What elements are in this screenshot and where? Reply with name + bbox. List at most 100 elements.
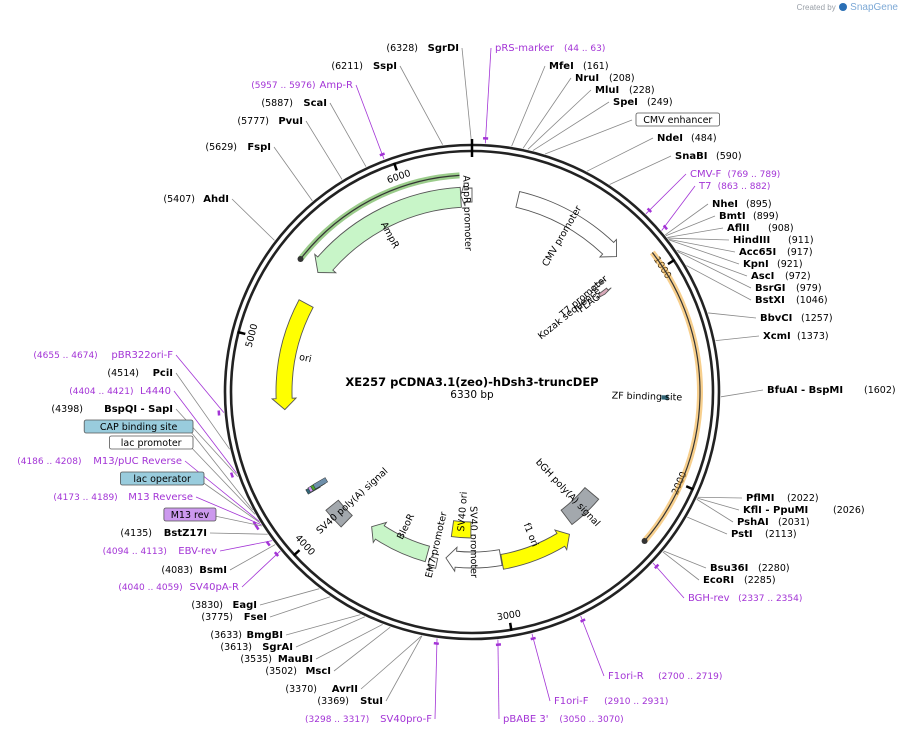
feature-ori[interactable] (270, 299, 314, 411)
annotation-pvui[interactable]: PvuI(5777) (237, 116, 303, 127)
primer-mark-t7[interactable] (662, 224, 668, 231)
primer-mark-f1ori-r[interactable] (580, 618, 586, 623)
annotation-f1ori-r[interactable]: F1ori-R(2700 .. 2719) (608, 671, 722, 682)
annotation-asci[interactable]: AscI(972) (751, 271, 811, 282)
annotation-name: NheI (712, 199, 738, 210)
annotation-bfuai-bspmi[interactable]: BfuAI - BspMI(1602) (767, 385, 896, 396)
small-feature-box[interactable] (312, 477, 328, 490)
annotation-pflmi[interactable]: PflMI(2022) (746, 493, 819, 504)
primer-mark-m13-reverse[interactable] (254, 524, 260, 531)
annotation-bgh-rev[interactable]: BGH-rev(2337 .. 2354) (688, 593, 802, 604)
feature-ampr-promoter[interactable] (460, 184, 473, 207)
feature-em7-promoter[interactable] (428, 553, 439, 572)
annotation-sv40pro-f[interactable]: SV40pro-F(3298 .. 3317) (305, 714, 432, 725)
annotation-nhei[interactable]: NheI(895) (712, 199, 772, 210)
annotation-ebv-rev[interactable]: EBV-rev(4094 .. 4113) (103, 546, 217, 557)
primer-mark-sv40pro-f[interactable] (433, 641, 439, 646)
primer-mark-amp-r[interactable] (379, 152, 386, 157)
annotation-eagi[interactable]: EagI(3830) (191, 600, 257, 611)
annotation-msci[interactable]: MscI(3502) (265, 666, 331, 677)
annotation-bstxi[interactable]: BstXI(1046) (755, 295, 828, 306)
annotation-mlui[interactable]: MluI(228) (595, 85, 655, 96)
annotation-pbr322ori-f[interactable]: pBR322ori-F(4655 .. 4674) (33, 350, 173, 361)
annotation-snabi[interactable]: SnaBI(590) (675, 151, 742, 162)
annotation-pcii[interactable]: PciI(4514) (107, 368, 173, 379)
annotation-fsei[interactable]: FseI(3775) (201, 612, 267, 623)
annotation-f1ori-f[interactable]: F1ori-F(2910 .. 2931) (554, 696, 668, 707)
annotation-fspi[interactable]: FspI(5629) (205, 142, 271, 153)
annotation-psti[interactable]: PstI(2113) (731, 529, 797, 540)
annotation-bmgbi[interactable]: BmgBI(3633) (210, 630, 283, 641)
annotation-amp-r[interactable]: Amp-R(5957 .. 5976) (251, 80, 353, 91)
primer-mark-f1ori-f[interactable] (530, 636, 536, 641)
annotation-mfei[interactable]: MfeI(161) (549, 61, 609, 72)
annotation-aflii[interactable]: AflII(908) (727, 223, 794, 234)
primer-mark-cmv-f[interactable] (646, 207, 653, 213)
annotation-kpni[interactable]: KpnI(921) (743, 259, 803, 270)
feature-sv40-poly-a-signal[interactable] (325, 499, 353, 528)
annotation-pbabe-3[interactable]: pBABE 3'(3050 .. 3070) (503, 714, 624, 725)
annotation-name: BsrGI (755, 283, 785, 294)
annotation-xcmi[interactable]: XcmI(1373) (763, 331, 829, 342)
annotation-nrui[interactable]: NruI(208) (575, 73, 635, 84)
feature-sv40-ori[interactable] (450, 520, 472, 539)
annotation-lac-operator[interactable]: lac operator (120, 471, 205, 486)
annotation-position: (4655 .. 4674) (33, 351, 97, 361)
annotation-ahdi[interactable]: AhdI(5407) (163, 194, 229, 205)
feature-flag[interactable] (596, 287, 612, 299)
annotation-ndei[interactable]: NdeI(484) (657, 133, 717, 144)
annotation-m13-reverse[interactable]: M13 Reverse(4173 .. 4189) (53, 492, 193, 503)
annotation-pshai[interactable]: PshAI(2031) (737, 517, 810, 528)
annotation-stui[interactable]: StuI(3369) (317, 696, 383, 707)
leader-line-sv40pro-f (434, 638, 438, 720)
primer-mark-pbabe-3[interactable] (495, 643, 502, 647)
annotation-sgrdi[interactable]: SgrDI(6328) (386, 43, 459, 54)
leader-line-eagi (259, 588, 320, 606)
primer-mark-sv40pa-r[interactable] (273, 551, 280, 557)
annotation-bsmi[interactable]: BsmI(4083) (161, 565, 227, 576)
annotation-cmv-enhancer[interactable]: CMV enhancer (635, 112, 720, 127)
leader-line-cap-binding-site (186, 426, 254, 511)
feature-sv40-promoter[interactable] (445, 546, 503, 573)
annotation-position: (249) (647, 97, 673, 108)
annotation-sgrai[interactable]: SgrAI(3613) (220, 642, 293, 653)
annotation-l4440[interactable]: L4440(4404 .. 4421) (69, 386, 171, 397)
annotation-sspi[interactable]: SspI(6211) (331, 61, 397, 72)
annotation-spei[interactable]: SpeI(249) (613, 97, 673, 108)
annotation-t7[interactable]: T7(863 .. 882) (698, 181, 770, 192)
feature-kozak-sequence[interactable] (580, 299, 587, 306)
primer-mark-l4440[interactable] (229, 472, 234, 478)
feature-f1-ori[interactable] (500, 529, 570, 570)
primer-mark-ebv-rev[interactable] (265, 540, 271, 547)
annotation-cap-binding-site[interactable]: CAP binding site (83, 419, 194, 434)
annotation-bstz17i[interactable]: BstZ17I(4135) (120, 528, 207, 539)
feature-bleor[interactable] (371, 521, 431, 563)
annotation-bmti[interactable]: BmtI(899) (719, 211, 779, 222)
leader-line-ahdi (231, 198, 275, 241)
annotation-cmv-f[interactable]: CMV-F(769 .. 789) (690, 169, 780, 180)
feature-ampr[interactable] (314, 186, 462, 274)
annotation-prs-marker[interactable]: pRS-marker(44 .. 63) (495, 43, 605, 54)
annotation-m13-rev[interactable]: M13 rev (163, 507, 217, 522)
annotation-bsu36i[interactable]: Bsu36I(2280) (710, 563, 790, 574)
annotation-acc65i[interactable]: Acc65I(917) (739, 247, 813, 258)
annotation-bbvci[interactable]: BbvCI(1257) (760, 313, 833, 324)
primer-mark-bgh-rev[interactable] (654, 563, 660, 570)
annotation-kfli-ppumi[interactable]: KflI - PpuMI(2026) (743, 505, 865, 516)
annotation-bspqi-sapi[interactable]: BspQI - SapI(4398) (51, 404, 173, 415)
annotation-ecori[interactable]: EcoRI(2285) (703, 575, 776, 586)
annotation-scai[interactable]: ScaI(5887) (261, 98, 327, 109)
annotation-position: (863 .. 882) (718, 182, 771, 192)
annotation-name: PstI (731, 529, 753, 540)
annotation-maubi[interactable]: MauBI(3535) (240, 654, 313, 665)
annotation-avrii[interactable]: AvrII(3370) (285, 684, 358, 695)
feature-zf-binding-site[interactable] (661, 395, 669, 400)
feature-bgh-poly-a-signal[interactable] (560, 486, 600, 526)
feature-cmv-promoter[interactable] (515, 191, 617, 258)
annotation-bsrgi[interactable]: BsrGI(979) (755, 283, 822, 294)
annotation-lac-promoter[interactable]: lac promoter (109, 435, 194, 450)
annotation-m13-puc-reverse[interactable]: M13/pUC Reverse(4186 .. 4208) (17, 456, 182, 467)
annotation-sv40pa-r[interactable]: SV40pA-R(4040 .. 4059) (118, 582, 239, 593)
annotation-hindiii[interactable]: HindIII(911) (733, 235, 814, 246)
feature-t7-promoter[interactable] (590, 279, 606, 292)
